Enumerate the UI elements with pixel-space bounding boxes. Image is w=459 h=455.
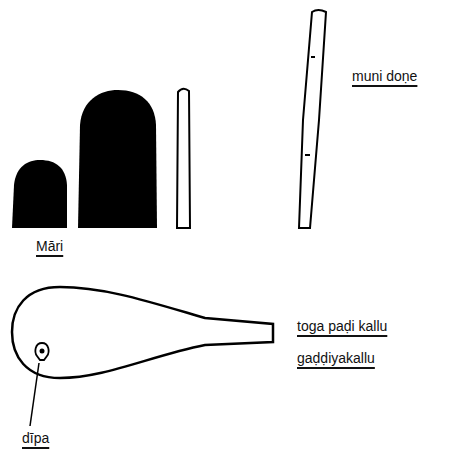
leader-line: [30, 363, 39, 426]
text-label: gaḍḍiyakallu: [297, 350, 375, 367]
text-label: toga paḍi kallu: [297, 318, 387, 335]
text-label: Māri: [36, 238, 63, 255]
thin-post: [177, 89, 190, 228]
text-label: muni doṇe: [352, 68, 417, 85]
lamp-symbol: [35, 343, 48, 360]
toga-padi-stone-outline: [12, 287, 273, 378]
text-label: dīpa: [22, 430, 49, 447]
stick-mark: [305, 57, 315, 155]
small-stone: [12, 160, 67, 228]
tall-stick: [299, 10, 326, 228]
large-stone: [78, 90, 157, 228]
